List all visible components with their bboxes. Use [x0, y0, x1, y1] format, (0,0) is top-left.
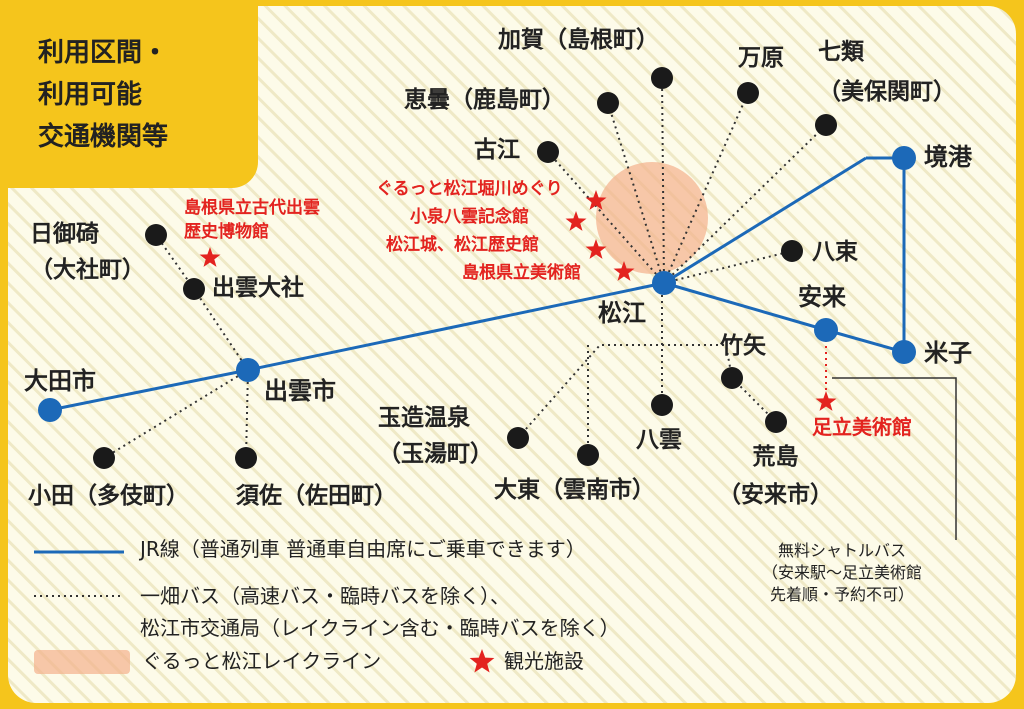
jr-segment-spur-matsue	[663, 156, 867, 285]
jr-segment-izumo-matsue	[247, 281, 665, 372]
site-bijutsukan-label: 島根県立美術館	[462, 263, 581, 283]
bus-stop-kaka-dot	[651, 67, 673, 89]
station-oda-label: 大田市	[24, 367, 96, 395]
tourist-star-koizumi-icon	[565, 211, 587, 231]
bus-route-izumo-izumotaisha	[193, 288, 249, 371]
bus-route-arashima	[731, 377, 777, 423]
bus-stop-shichirui-dot	[815, 114, 837, 136]
station-yasugi-label: 安来	[798, 283, 846, 311]
tourist-star-matsuejo-icon	[585, 239, 607, 259]
stop-susa-label: 須佐（佐田町）	[236, 483, 397, 509]
bus-stop-daito-dot	[577, 444, 599, 466]
tourist-star-kodai-icon	[199, 247, 221, 267]
jr-segment-oda-izumo	[49, 368, 249, 412]
stop-yakumo-label: 八雲	[636, 427, 682, 453]
station-yonago-dot	[892, 340, 916, 364]
bus-route-matsue-eshito	[607, 102, 665, 284]
station-izumo-label: 出雲市	[264, 377, 336, 405]
bus-stop-yatsuka-dot	[781, 240, 803, 262]
bus-route-matsue-manbara	[663, 92, 749, 284]
title-tag: 利用区間・ 利用可能 交通機関等	[0, 0, 258, 188]
bus-route-izumotaisha-hinomisaki	[155, 234, 195, 290]
lakeline-area	[596, 162, 708, 274]
stop-izumotaisha-label: 出雲大社	[212, 275, 304, 301]
station-izumo-dot	[236, 358, 260, 382]
bus-route-matsue-furue	[547, 151, 665, 284]
bus-routes	[103, 77, 827, 459]
jr-routes	[49, 156, 906, 412]
stop-furue-label: 古江	[474, 137, 520, 163]
legend-lakeline-label: ぐるっと松江レイクライン	[142, 649, 382, 673]
tourist-star-adachi-icon	[815, 391, 837, 411]
bus-stop-tamatsukuri-dot	[507, 427, 529, 449]
station-matsue-label: 松江	[598, 299, 646, 327]
bus-stop-takeya-dot	[721, 367, 743, 389]
site-koizumi-label: 小泉八雲記念館	[410, 207, 529, 227]
tourist-stars	[199, 190, 837, 411]
jr-station-dots	[38, 146, 916, 422]
site-kodai-label: 島根県立古代出雲 歴史博物館	[184, 198, 320, 242]
map-title: 利用区間・ 利用可能 交通機関等	[38, 38, 169, 152]
bus-stop-eshito-dot	[597, 92, 619, 114]
station-matsue-dot	[652, 271, 676, 295]
legend-bus-label: 一畑バス（高速バス・臨時バスを除く）、 松江市交通局（レイクライン含む・臨時バス…	[140, 584, 620, 640]
bus-route-izumo-suksa	[245, 369, 249, 459]
bus-stop-hinomisaki-dot	[145, 224, 167, 246]
legend-lakeline-swatch	[34, 650, 130, 674]
bus-stop-dots	[93, 67, 837, 469]
stop-oda-label: 小田（多伎町）	[28, 483, 189, 509]
bus-route-matsue-yatsuka	[663, 250, 793, 284]
bus-stop-furue-dot	[537, 141, 559, 163]
map-background	[8, 6, 1016, 703]
stop-kaka-label: 加賀（島根町）	[498, 27, 659, 53]
bus-route-matsue-kaka	[661, 77, 665, 284]
stop-hinomisaki-label: 日御碕 （大社町）	[30, 221, 145, 283]
legend-jr-label: JR線（普通列車 普通車自由席にご乗車できます）	[140, 537, 586, 561]
site-horikawa-label: ぐるっと松江堀川めぐり	[376, 179, 563, 199]
stop-shichirui-label: 七類 （美保関町）	[818, 39, 956, 105]
shuttle-note: 無料シャトルバス （安来駅～足立美術館 先着順・予約不可）	[762, 541, 923, 604]
site-adachi-label: 足立美術館	[812, 415, 912, 439]
bus-stop-suksa-dot	[235, 447, 257, 469]
jr-segment-yasugi-yonago	[825, 328, 905, 354]
site-matsuejo-label: 松江城、松江歴史館	[386, 235, 539, 255]
stop-yatsuka-label: 八束	[812, 239, 858, 265]
stop-tamatsukuri-label: 玉造温泉 （玉湯町）	[378, 405, 493, 467]
stop-takeya-label: 竹矢	[720, 333, 766, 359]
bus-route-izumo-odachi	[103, 369, 249, 459]
stop-eshito-label: 恵曇（鹿島町）	[404, 87, 565, 113]
bus-stop-manbara-dot	[737, 82, 759, 104]
jr-segment-matsue-yasugi	[663, 281, 827, 332]
bus-route-matsue-shichirui	[663, 124, 827, 284]
stop-manbara-label: 万原	[738, 45, 784, 71]
bus-stop-izumotaisha-dot	[183, 278, 205, 300]
stop-arashima-label: 荒島 （安来市）	[718, 444, 833, 508]
bus-stop-yakumo-dot	[651, 394, 673, 416]
legend-star-icon	[469, 649, 495, 673]
station-sakaiminato-dot	[892, 146, 916, 170]
tourist-star-bijutsukan-icon	[613, 261, 635, 281]
station-yonago-label: 米子	[924, 339, 972, 367]
tourist-star-horikawa-icon	[585, 190, 607, 210]
station-sakaiminato-label: 境港	[924, 143, 972, 171]
station-yasugi-dot	[814, 318, 838, 342]
station-oda-dot	[38, 398, 62, 422]
legend-tourist-label: 観光施設	[504, 649, 584, 673]
shuttle-bracket	[832, 377, 957, 540]
stop-daito-label: 大東（雲南市）	[494, 477, 655, 503]
bus-stop-arashima-dot	[765, 411, 787, 433]
bus-stop-odachi-dot	[93, 447, 115, 469]
